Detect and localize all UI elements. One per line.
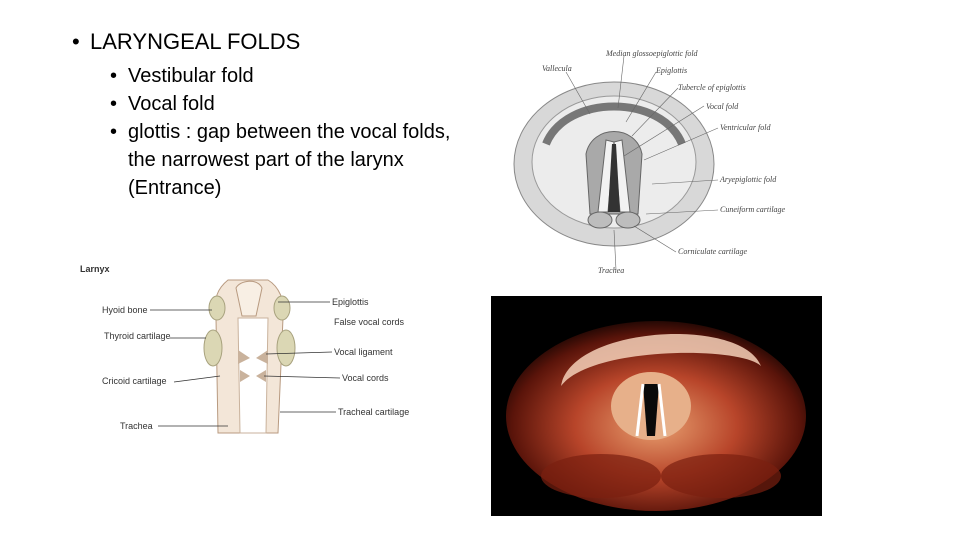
gray-anatomy-figure: Vallecula Median glossoepiglottic fold E… xyxy=(513,49,786,275)
label-tracheal-cartilage: Tracheal cartilage xyxy=(338,407,409,417)
main-bullet: LARYNGEAL FOLDS xyxy=(72,26,452,58)
label-gray-trachea: Trachea xyxy=(598,266,624,275)
label-vocal-ligament: Vocal ligament xyxy=(334,347,393,357)
larynx-diagram: Larnyx Hyoid bone Thyroid cartilage Cric… xyxy=(80,264,409,434)
label-median-fold: Median glossoepiglottic fold xyxy=(605,49,699,58)
endoscopy-photo xyxy=(491,296,822,516)
label-aryepiglottic-fold: Aryepiglottic fold xyxy=(719,175,777,184)
label-thyroid: Thyroid cartilage xyxy=(104,331,171,341)
label-vocal-fold: Vocal fold xyxy=(706,102,739,111)
sub-bullet-vestibular: Vestibular fold xyxy=(110,62,452,90)
diagram-title: Larnyx xyxy=(80,264,110,274)
label-epiglottis: Epiglottis xyxy=(332,297,369,307)
label-trachea: Trachea xyxy=(120,421,153,431)
sub-bullet-glottis: glottis : gap between the vocal folds, t… xyxy=(110,118,452,202)
sub-bullet-vocal: Vocal fold xyxy=(110,90,452,118)
label-cricoid: Cricoid cartilage xyxy=(102,376,167,386)
slide-text: LARYNGEAL FOLDS Vestibular fold Vocal fo… xyxy=(72,26,452,202)
label-hyoid: Hyoid bone xyxy=(102,305,148,315)
sub-bullet-list: Vestibular fold Vocal fold glottis : gap… xyxy=(110,62,452,202)
label-gray-epiglottis: Epiglottis xyxy=(655,66,687,75)
label-false-cords: False vocal cords xyxy=(334,317,405,327)
label-vocal-cords: Vocal cords xyxy=(342,373,389,383)
label-vallecula: Vallecula xyxy=(542,64,572,73)
label-tubercle: Tubercle of epiglottis xyxy=(678,83,746,92)
label-ventricular-fold: Ventricular fold xyxy=(720,123,771,132)
label-cuneiform: Cuneiform cartilage xyxy=(720,205,786,214)
label-corniculate: Corniculate cartilage xyxy=(678,247,748,256)
